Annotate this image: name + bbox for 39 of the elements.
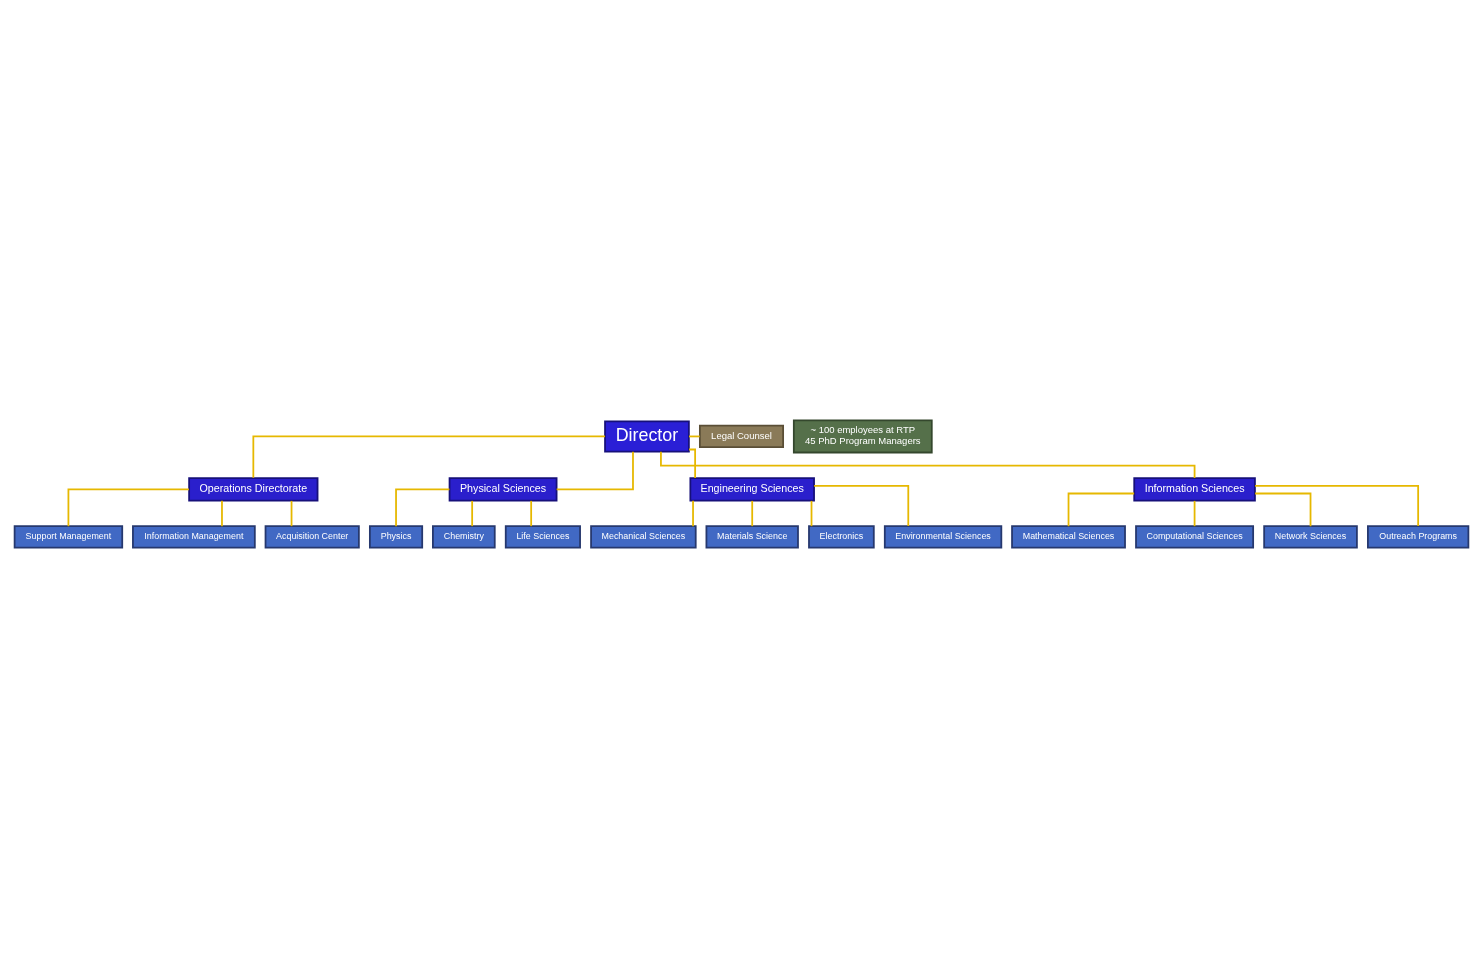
node-box: Environmental Sciences [883,524,1003,548]
node-box: Life Sciences [504,524,581,548]
connector [395,487,451,527]
node-box: Legal Counsel [699,424,784,448]
node-box: Information Sciences [1133,476,1256,502]
connector [813,484,910,527]
node-box: Outreach Programs [1367,524,1470,548]
connector [692,499,694,527]
node-box: Network Sciences [1263,524,1358,548]
node-box: Support Management [13,524,124,548]
connector [688,448,696,479]
node-box: Information Management [132,524,256,548]
connector [555,450,634,490]
node-box: Electronics [808,524,875,548]
connector [290,499,293,527]
connector [810,499,813,527]
node-box: Director [604,419,690,452]
node-box: Mathematical Sciences [1011,524,1126,548]
connector [530,499,533,527]
connector [1193,499,1196,527]
node-box: Acquisition Center [264,524,360,548]
connector [252,435,606,479]
node-box: Operations Directorate [188,476,319,502]
node-box: Chemistry [432,524,496,548]
node-box: Physics [369,524,424,548]
connector [471,499,474,527]
connector [660,450,1196,479]
node-box: ~ 100 employees at RTP 45 PhD Program Managers [792,419,933,453]
connector [1254,492,1312,527]
node-box: Physical Sciences [448,476,558,502]
node-box: Mechanical Sciences [590,524,697,548]
connector [221,499,223,527]
connector [751,499,754,527]
node-box: Computational Sciences [1135,524,1255,548]
connector [67,487,190,527]
connector [1067,492,1136,527]
connector [1254,484,1420,527]
node-box: Engineering Sciences [689,476,815,502]
node-box: Materials Science [705,524,799,548]
